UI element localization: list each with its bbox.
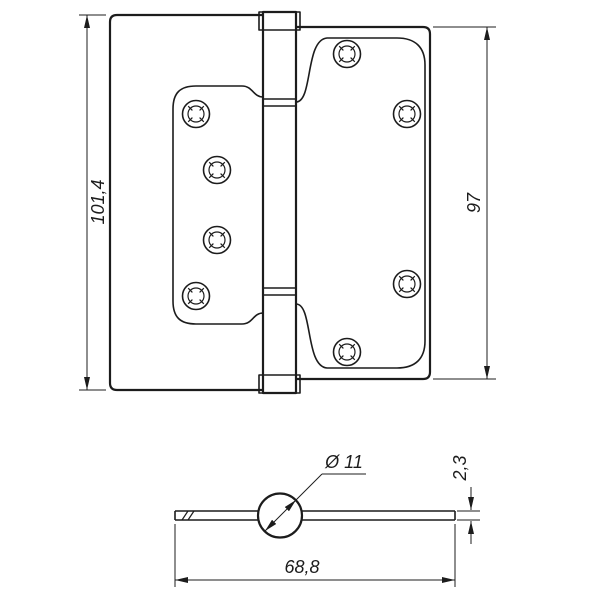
hinge-profile-view: Ø 11 2,3 68,8 xyxy=(174,452,480,587)
screw-hole xyxy=(202,155,232,185)
dimension-label-pin-diameter: Ø 11 xyxy=(324,452,363,472)
screw-hole xyxy=(332,337,362,367)
barrel-circle xyxy=(256,492,304,539)
barrel-top-cap xyxy=(258,11,301,31)
barrel-body xyxy=(261,10,298,395)
dimension-label-leaf-thickness: 2,3 xyxy=(450,455,470,481)
screw-hole xyxy=(392,99,422,129)
screw-hole xyxy=(392,269,422,299)
dimension-label-right-height: 97 xyxy=(464,192,484,213)
dimension-label-profile-length: 68,8 xyxy=(284,557,319,577)
right-leaf-contour xyxy=(295,37,426,369)
screw-hole xyxy=(332,39,362,69)
screw-hole xyxy=(202,225,232,255)
screw-holes-right xyxy=(332,39,422,367)
hinge-barrel xyxy=(258,10,301,395)
left-leaf-outline xyxy=(108,13,263,392)
screw-holes-left xyxy=(181,99,232,311)
hinge-front-view: 101,4 97 xyxy=(79,10,496,395)
leader-line xyxy=(295,473,323,501)
leaf-profile xyxy=(174,510,456,521)
screw-hole xyxy=(181,99,211,129)
screw-hole xyxy=(181,281,211,311)
dimension-profile-width: 68,8 xyxy=(174,524,456,587)
left-leaf-contour xyxy=(172,85,264,325)
dimension-pin-diameter: Ø 11 xyxy=(264,452,366,532)
barrel-bottom-cap xyxy=(258,374,301,394)
diameter-line xyxy=(264,499,297,532)
dimension-right-height: 97 xyxy=(433,26,496,380)
crank-tick xyxy=(187,510,195,521)
dimension-left-height: 101,4 xyxy=(79,14,108,391)
right-leaf-outline xyxy=(296,25,432,381)
dimension-label-left-height: 101,4 xyxy=(88,179,108,224)
crank-tick xyxy=(181,510,189,521)
dimension-leaf-thickness: 2,3 xyxy=(450,455,480,544)
